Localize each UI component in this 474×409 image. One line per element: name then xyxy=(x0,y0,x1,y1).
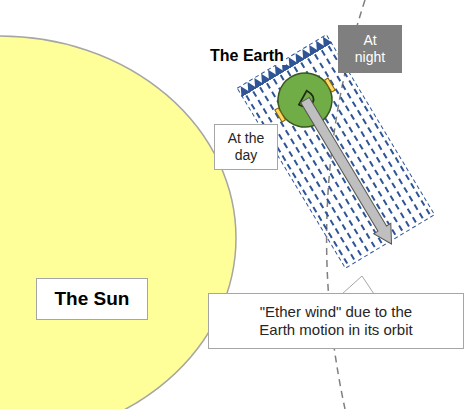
sun-disc xyxy=(0,36,236,409)
node-text: The Sun xyxy=(55,288,130,311)
node-text: At the day xyxy=(221,130,271,164)
orbit-motion-arrow xyxy=(296,95,400,249)
callout-box: "Ether wind" due to the Earth motion in … xyxy=(208,293,464,349)
night-box: At night xyxy=(338,25,402,73)
day-side-plate xyxy=(275,108,286,122)
sun-label-box: The Sun xyxy=(36,278,149,321)
node-text: At night xyxy=(347,32,393,66)
callout-pointer xyxy=(342,276,374,294)
node-text: "Ether wind" due to the Earth motion in … xyxy=(247,303,425,339)
night-side-plate xyxy=(325,78,336,92)
earth-label: The Earth xyxy=(208,47,286,65)
day-box: At the day xyxy=(214,124,278,170)
